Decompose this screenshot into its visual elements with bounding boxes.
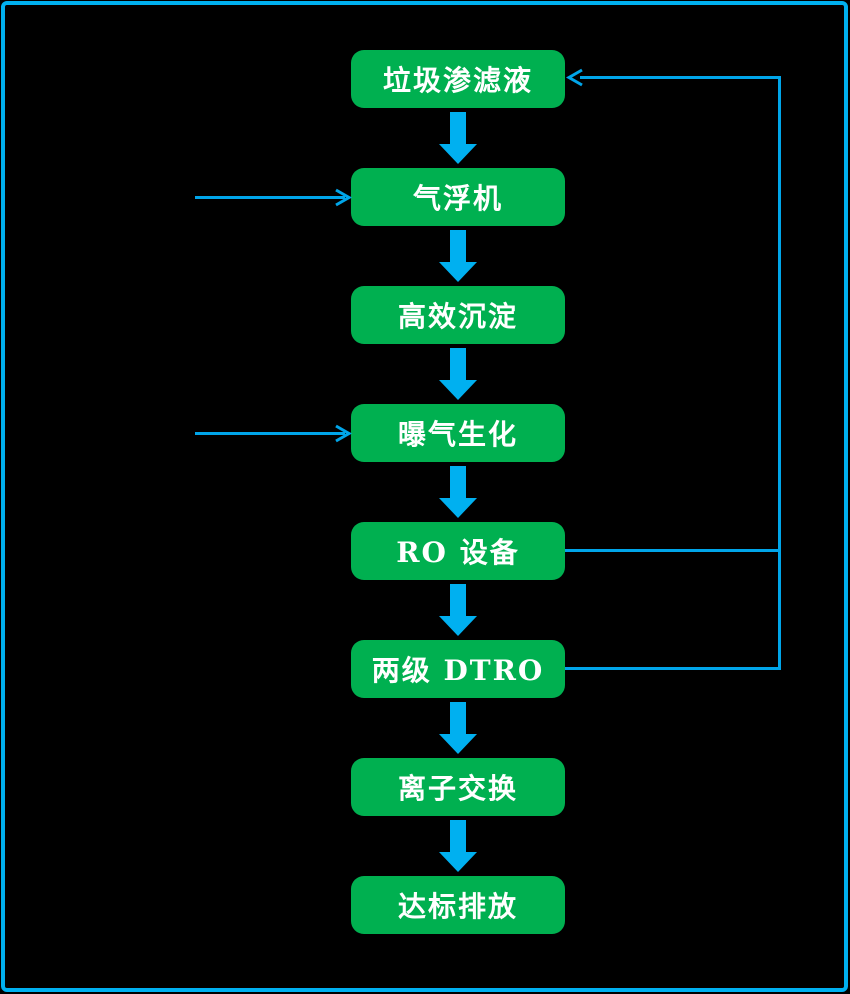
down-arrow-icon [439,230,477,282]
down-arrow-icon [439,348,477,400]
connector-dtro-to-bus [565,667,781,670]
flow-node-discharge: 达标排放 [351,876,565,934]
connector-recycle-bus [778,76,781,670]
down-arrow-icon [439,584,477,636]
flow-node-leachate: 垃圾渗滤液 [351,50,565,108]
down-arrow-icon [439,466,477,518]
down-arrow-icon [439,702,477,754]
down-arrow-icon [439,112,477,164]
connector-bus-to-leachate [580,76,781,79]
down-arrow-icon [439,820,477,872]
connector-feed-aeration [195,432,345,435]
flow-node-ion-exchange: 离子交换 [351,758,565,816]
flow-node-two-stage-dtro: 两级 DTRO [351,640,565,698]
arrowhead-right-icon [332,422,354,444]
connector-ro-to-bus [565,549,781,552]
arrowhead-left-icon [564,66,586,88]
flow-node-air-flotation: 气浮机 [351,168,565,226]
arrowhead-right-icon [332,186,354,208]
flow-node-ro-equipment: RO 设备 [351,522,565,580]
connector-feed-air-flotation [195,196,345,199]
flow-node-sedimentation: 高效沉淀 [351,286,565,344]
flow-node-aeration: 曝气生化 [351,404,565,462]
